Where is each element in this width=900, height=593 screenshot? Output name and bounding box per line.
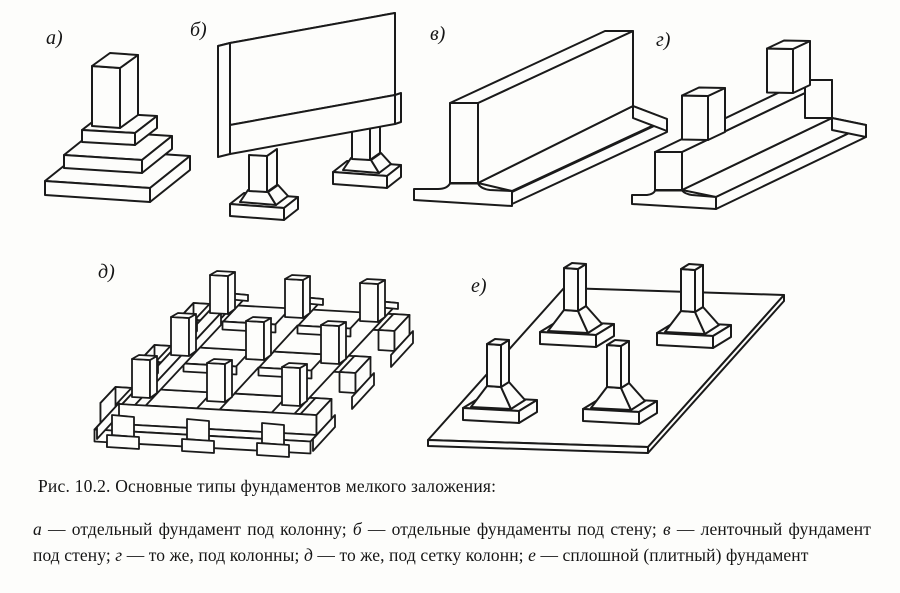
figure-b-wall-on-footings-drawing bbox=[217, 12, 402, 221]
legend-item: д — то же, под сетку колонн; bbox=[303, 545, 529, 565]
figure-a-stepped-footing-drawing bbox=[44, 52, 191, 203]
legend-item: в — ленточный фундамент под стену; bbox=[33, 519, 871, 565]
legend-item: а — отдельный фундамент под колонну; bbox=[33, 519, 353, 539]
label-a: а) bbox=[46, 27, 63, 49]
legend-item: б — отдельные фундаменты под стену; bbox=[352, 519, 664, 539]
legend-item: е — сплошной (плитный) фундамент bbox=[528, 545, 809, 565]
caption-title: Рис. 10.2. Основные типы фундаментов мел… bbox=[38, 476, 497, 496]
figure-d-foundation-grid-drawing bbox=[93, 270, 414, 458]
figure-e-slab-foundation-drawing bbox=[427, 262, 785, 454]
figure-g-strip-foundation-columns-drawing bbox=[631, 39, 867, 210]
label-g: г) bbox=[656, 29, 671, 51]
label-b: б) bbox=[190, 19, 207, 41]
legend-item: г — то же, под колонны; bbox=[115, 545, 304, 565]
label-e: е) bbox=[471, 275, 487, 297]
label-d: д) bbox=[98, 261, 115, 283]
figure-legend: а — отдельный фундамент под колонну; б —… bbox=[33, 516, 871, 568]
figure-v-strip-foundation-wall-drawing bbox=[413, 30, 668, 207]
label-v: в) bbox=[430, 23, 446, 45]
